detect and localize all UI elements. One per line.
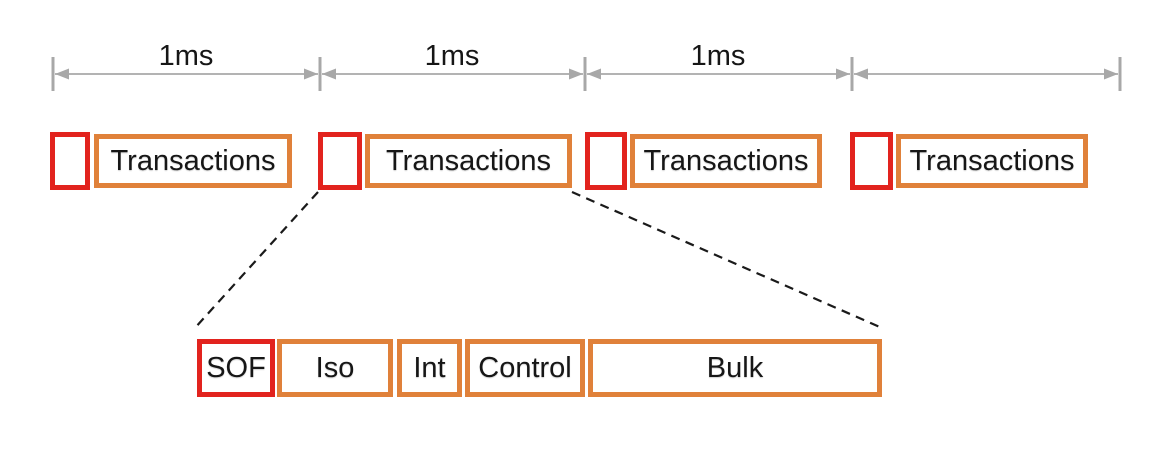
dimension-span-3 xyxy=(587,68,850,80)
zoom-callout-line-right xyxy=(571,190,883,330)
sof-label: SOF xyxy=(206,352,266,384)
frame-3-sof-marker-box xyxy=(585,132,627,190)
transactions-label: Transactions xyxy=(909,145,1075,177)
zoom-callout-line-left xyxy=(193,191,319,330)
frame-2-transactions-box: Transactions xyxy=(365,134,572,188)
transactions-label: Transactions xyxy=(110,145,276,177)
iso-label: Iso xyxy=(315,352,355,384)
frame-4-sof-marker-box xyxy=(850,132,893,190)
transactions-label: Transactions xyxy=(386,145,551,177)
arrow-left-icon xyxy=(587,68,601,80)
arrow-right-icon xyxy=(1104,68,1118,80)
arrow-left-icon xyxy=(322,68,336,80)
dimension-span-2 xyxy=(322,68,583,80)
detail-segment-iso-box: Iso xyxy=(277,339,393,397)
arrow-right-icon xyxy=(569,68,583,80)
frame-1-sof-marker-box xyxy=(50,132,90,190)
frame-2-sof-marker-box xyxy=(318,132,362,190)
dimension-label-3: 1ms xyxy=(690,40,746,72)
frame-4-transactions-box: Transactions xyxy=(896,134,1088,188)
detail-segment-bulk-box: Bulk xyxy=(588,339,882,397)
frame-1-transactions-box: Transactions xyxy=(94,134,292,188)
transactions-label: Transactions xyxy=(643,145,809,177)
dimension-span-4 xyxy=(854,68,1118,80)
arrow-right-icon xyxy=(836,68,850,80)
int-label: Int xyxy=(413,352,446,384)
dimension-span-1 xyxy=(55,68,318,80)
frame-3-transactions-box: Transactions xyxy=(630,134,822,188)
arrow-left-icon xyxy=(55,68,69,80)
arrow-right-icon xyxy=(304,68,318,80)
detail-segment-int-box: Int xyxy=(397,339,462,397)
detail-segment-sof-box: SOF xyxy=(197,339,275,397)
control-label: Control xyxy=(478,352,572,384)
detail-segment-control-box: Control xyxy=(465,339,585,397)
dimension-label-2: 1ms xyxy=(424,40,480,72)
arrow-left-icon xyxy=(854,68,868,80)
bulk-label: Bulk xyxy=(706,352,764,384)
dimension-label-1: 1ms xyxy=(158,40,214,72)
